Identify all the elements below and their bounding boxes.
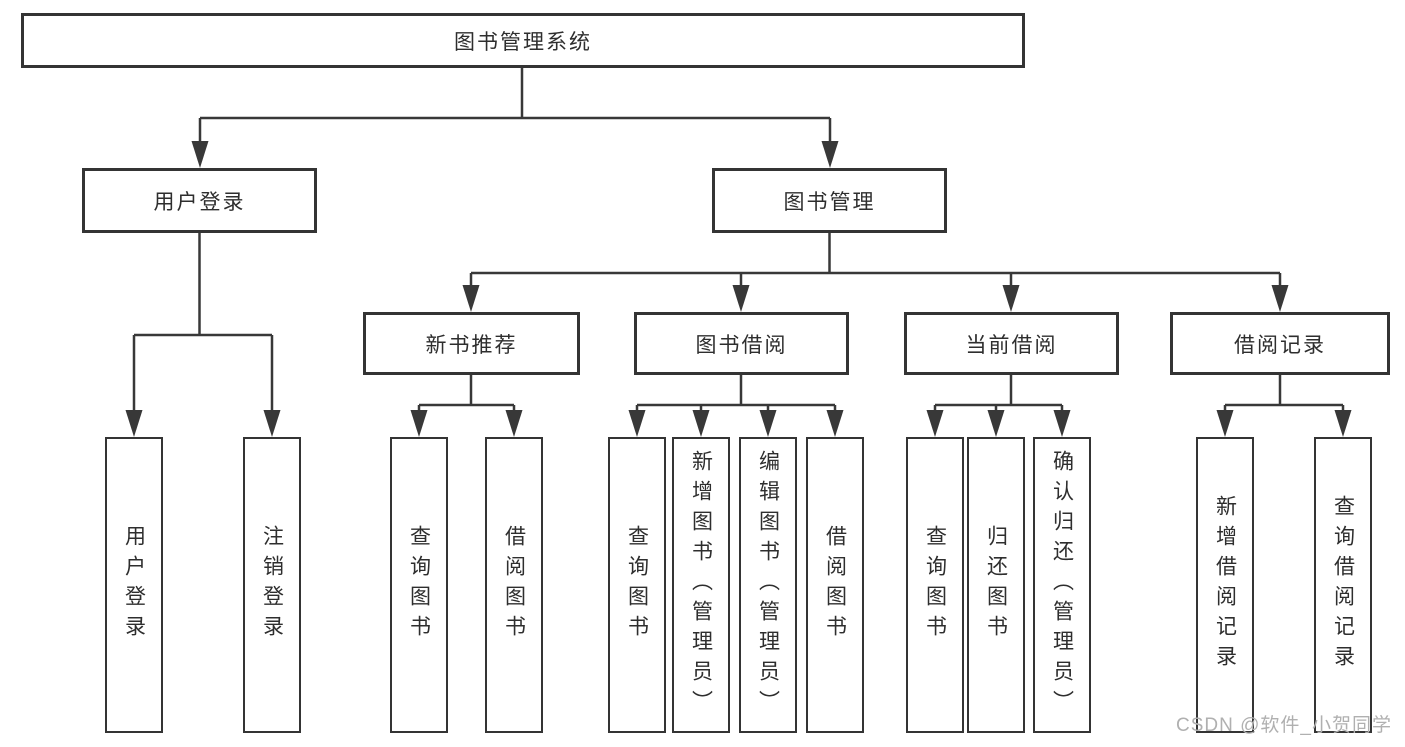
node-book-management: 图书管理 [712,168,947,233]
leaf-cb-query-books: 查询图书 [906,437,964,733]
leaf-br-query-record: 查询借阅记录 [1314,437,1372,733]
leaf-user-login: 用户登录 [105,437,163,733]
node-root-system: 图书管理系统 [21,13,1025,68]
node-new-book-recommend: 新书推荐 [363,312,580,375]
node-user-login: 用户登录 [82,168,317,233]
leaf-br-query-record-label: 查询借阅记录 [1331,495,1355,675]
leaf-cb-confirm-return: 确认归还（管理员） [1033,437,1091,733]
leaf-bb-edit-books-label: 编辑图书（管理员） [756,450,780,720]
node-book-borrowing: 图书借阅 [634,312,849,375]
leaf-cb-return-books: 归还图书 [967,437,1025,733]
leaf-bb-borrow-books: 借阅图书 [806,437,864,733]
leaf-bb-edit-books: 编辑图书（管理员） [739,437,797,733]
node-book-borrowing-label: 图书借阅 [695,333,788,357]
leaf-nb-borrow-books-label: 借阅图书 [502,525,526,645]
leaf-logout: 注销登录 [243,437,301,733]
leaf-cb-query-books-label: 查询图书 [923,525,947,645]
node-new-book-recommend-label: 新书推荐 [425,333,518,357]
node-borrowing-records: 借阅记录 [1170,312,1390,375]
leaf-bb-borrow-books-label: 借阅图书 [823,525,847,645]
leaf-nb-borrow-books: 借阅图书 [485,437,543,733]
leaf-nb-query-books: 查询图书 [390,437,448,733]
leaf-bb-query-books-label: 查询图书 [625,525,649,645]
leaf-nb-query-books-label: 查询图书 [407,525,431,645]
leaf-logout-label: 注销登录 [260,525,284,645]
leaf-br-add-record: 新增借阅记录 [1196,437,1254,733]
leaf-bb-add-books: 新增图书（管理员） [672,437,730,733]
leaf-bb-add-books-label: 新增图书（管理员） [689,450,713,720]
leaf-cb-return-books-label: 归还图书 [984,525,1008,645]
node-borrowing-records-label: 借阅记录 [1234,333,1326,357]
leaf-br-add-record-label: 新增借阅记录 [1213,495,1237,675]
leaf-user-login-label: 用户登录 [122,525,146,645]
node-book-management-label: 图书管理 [783,190,876,214]
node-root-label: 图书管理系统 [454,30,592,54]
node-current-borrowing: 当前借阅 [904,312,1119,375]
node-current-borrowing-label: 当前借阅 [965,333,1058,357]
leaf-cb-confirm-return-label: 确认归还（管理员） [1050,450,1074,720]
csdn-watermark: CSDN @软件_小贺同学 [1176,715,1392,736]
node-user-login-label: 用户登录 [153,190,246,214]
leaf-bb-query-books: 查询图书 [608,437,666,733]
